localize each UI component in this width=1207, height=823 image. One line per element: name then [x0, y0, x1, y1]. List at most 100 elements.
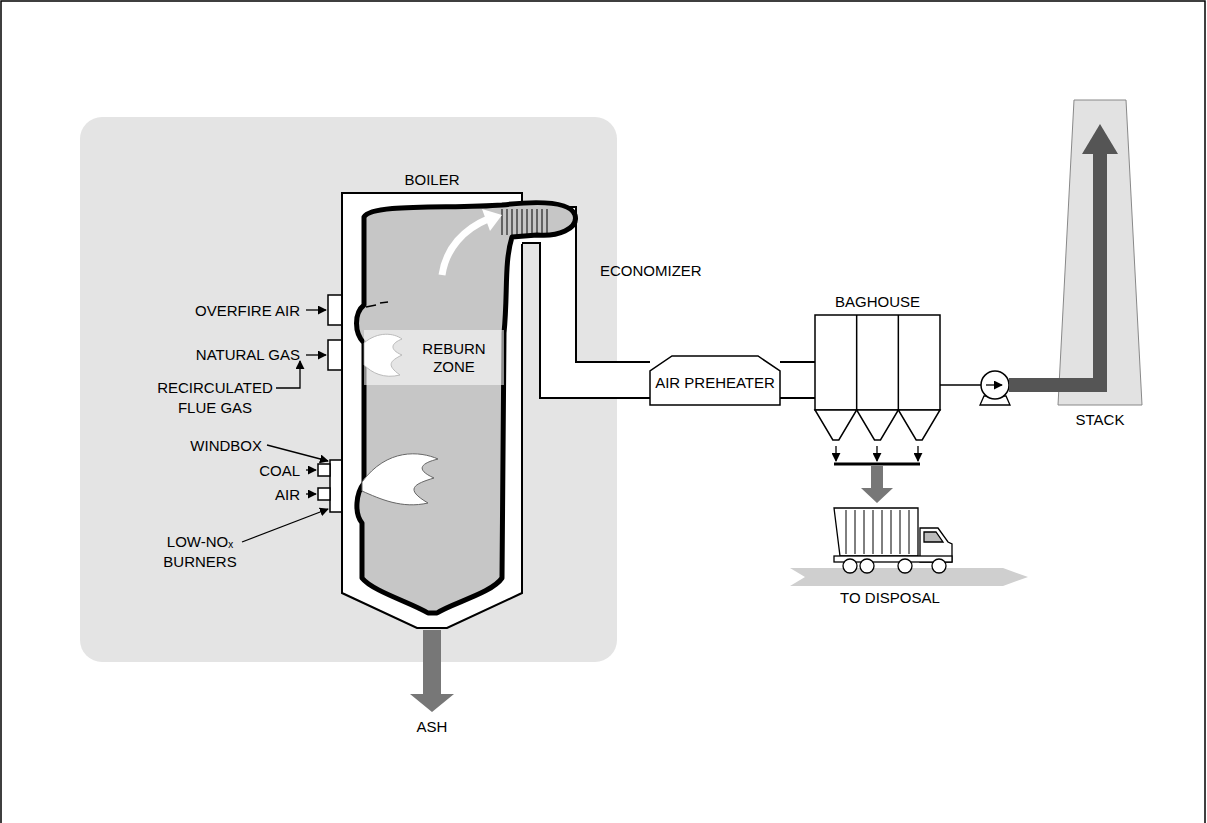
truck-rib	[882, 510, 883, 554]
stack: STACK	[1058, 100, 1142, 405]
duct-stroke	[780, 361, 815, 399]
collector-bar	[834, 463, 920, 466]
truck-rib	[855, 510, 856, 554]
preheater-housing	[650, 356, 780, 405]
flue-gas-arrowhead	[1082, 124, 1118, 154]
wheel	[898, 559, 912, 573]
gas-line	[940, 384, 981, 386]
duct-stroke	[522, 225, 650, 380]
truck-body	[834, 508, 918, 556]
leader-line	[306, 469, 316, 470]
wheel	[843, 559, 857, 573]
leader-lines	[242, 310, 328, 542]
boiler-panel	[80, 117, 617, 662]
air-nozzle	[318, 488, 330, 500]
gas-port	[328, 340, 342, 370]
overfire-jet	[380, 302, 388, 303]
flue-gas-duct	[780, 380, 815, 381]
boiler: BOILERREBURN ZONE	[342, 193, 522, 628]
dump-truck	[834, 508, 952, 573]
fan-casing	[981, 371, 1009, 399]
leader-line	[242, 509, 328, 542]
reburn-zone-band: REBURN ZONE	[364, 330, 504, 385]
duct-stroke	[522, 225, 650, 380]
gas-flow-arrowhead	[482, 209, 502, 231]
truck-rib	[900, 510, 901, 554]
hopper-discharge	[836, 446, 918, 461]
node-heading: BOILER	[302, 171, 562, 189]
fan-symbol	[980, 371, 1010, 405]
tube	[542, 209, 543, 235]
leader-line	[276, 361, 300, 388]
hopper	[898, 410, 940, 440]
callout-label: TO DISPOSAL	[840, 588, 940, 608]
tube	[512, 209, 513, 235]
callout-label: ASH	[417, 717, 448, 737]
burner-flame	[362, 454, 438, 505]
node-label: REBURN ZONE	[418, 340, 490, 376]
node-heading: STACK	[1018, 411, 1182, 429]
truck-rib	[873, 510, 874, 554]
leader-line	[267, 445, 328, 461]
tube	[527, 209, 528, 235]
coal-nozzle	[318, 464, 330, 476]
leader-line	[835, 446, 836, 461]
baghouse-housing	[815, 315, 940, 410]
tube	[502, 209, 503, 235]
hopper	[815, 410, 857, 440]
flue-gas-duct	[522, 225, 650, 380]
tube	[507, 209, 508, 235]
fan-arrow	[986, 384, 1002, 385]
node-heading: BAGHOUSE	[775, 293, 980, 311]
callout-label: RECIRCULATED FLUE GAS	[153, 378, 277, 417]
baghouse: BAGHOUSE	[815, 315, 940, 410]
truck-rib	[891, 510, 892, 554]
tube	[537, 209, 538, 235]
ash-arrow	[410, 630, 454, 712]
flue-gas-arrow	[1057, 150, 1100, 385]
hopper	[857, 410, 899, 440]
tube	[517, 209, 518, 235]
windbox	[330, 460, 342, 512]
callout-label: AIR	[275, 485, 300, 505]
tube	[522, 209, 523, 235]
truck-rib	[864, 510, 865, 554]
truck-window	[924, 532, 943, 542]
callout-label: WINDBOX	[190, 436, 262, 456]
wheel	[860, 559, 874, 573]
stack-body	[1058, 100, 1142, 405]
disposal-arrow	[861, 466, 893, 503]
compartment-divider	[898, 315, 900, 410]
overfire-jet	[366, 305, 376, 307]
leader-line	[306, 309, 326, 310]
truck-rib	[846, 510, 847, 554]
stack-shape	[1058, 100, 1142, 405]
tube	[532, 209, 533, 235]
overfire-air-port	[328, 295, 342, 325]
furnace-fireball	[357, 203, 576, 613]
callout-label: LOW-NOₓ BURNERS	[150, 532, 250, 571]
wheel	[932, 559, 946, 573]
flue-gas-line	[940, 385, 1059, 386]
gas-band	[1009, 378, 1059, 392]
node-label: AIR PREHEATER	[655, 374, 775, 392]
superheater-tubes	[502, 209, 547, 235]
callout-label: OVERFIRE AIR	[195, 301, 300, 321]
compartment-divider	[856, 315, 858, 410]
baghouse-shape	[815, 315, 940, 410]
leader-line	[306, 493, 316, 494]
tube	[547, 209, 548, 235]
duct-stroke	[780, 363, 815, 397]
callout-label: COAL	[259, 461, 300, 481]
leader-line	[876, 446, 877, 461]
callout-label: ECONOMIZER	[600, 261, 702, 281]
leader-line	[917, 446, 918, 461]
truck-ribs	[846, 510, 909, 554]
air-preheater: AIR PREHEATER	[650, 355, 780, 405]
callout-label: NATURAL GAS	[196, 345, 300, 365]
gas-flow-arrow	[442, 219, 488, 275]
leader-line	[306, 354, 326, 355]
boiler-shape	[342, 193, 522, 628]
